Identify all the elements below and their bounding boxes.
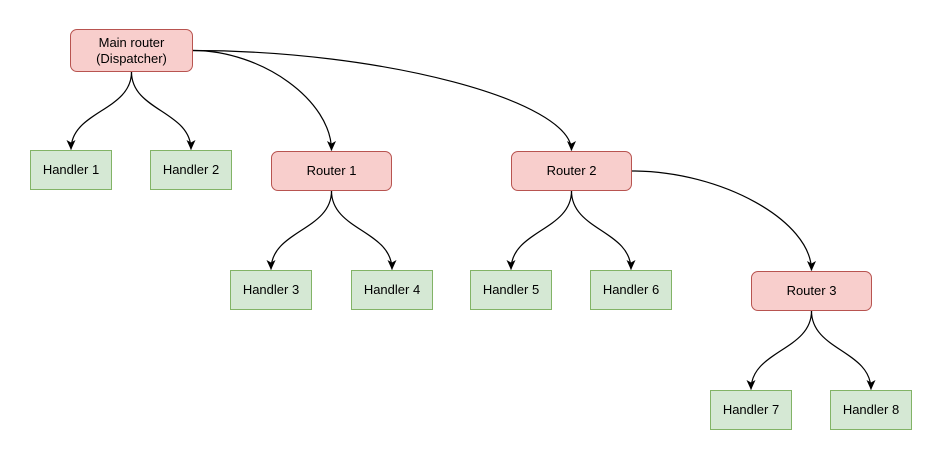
edge-router-3-to-handler-8 (810, 310, 876, 390)
edge-router-2-to-handler-6 (570, 190, 636, 270)
node-handler-6: Handler 6 (590, 270, 672, 310)
node-handler-2: Handler 2 (150, 150, 232, 190)
node-label-handler-6: Handler 6 (602, 282, 660, 297)
node-handler-8: Handler 8 (830, 390, 912, 430)
edge-router-1-to-handler-4 (330, 190, 397, 270)
node-label-main-router: Main router (Dispatcher) (96, 34, 167, 66)
node-router-1: Router 1 (271, 151, 392, 191)
edge-main-router-to-router-1 (192, 49, 336, 151)
node-label-router-1: Router 1 (306, 163, 357, 178)
node-router-3: Router 3 (751, 271, 872, 311)
edge-router-3-to-handler-7 (746, 310, 813, 390)
node-label-handler-2: Handler 2 (162, 162, 220, 177)
node-label-handler-5: Handler 5 (482, 282, 540, 297)
node-label-handler-1: Handler 1 (42, 162, 100, 177)
edge-router-2-to-router-3 (631, 170, 816, 271)
node-handler-4: Handler 4 (351, 270, 433, 310)
edge-main-router-to-router-2 (192, 49, 576, 151)
node-handler-3: Handler 3 (230, 270, 312, 310)
node-label-handler-7: Handler 7 (722, 402, 780, 417)
node-label-router-2: Router 2 (546, 163, 597, 178)
edge-router-1-to-handler-3 (266, 190, 333, 270)
node-main-router: Main router (Dispatcher) (70, 29, 193, 72)
node-router-2: Router 2 (511, 151, 632, 191)
node-handler-7: Handler 7 (710, 390, 792, 430)
edge-main-router-to-handler-2 (130, 71, 196, 150)
node-handler-5: Handler 5 (470, 270, 552, 310)
edge-main-router-to-handler-1 (66, 71, 133, 150)
edge-router-2-to-handler-5 (506, 190, 573, 270)
node-label-handler-3: Handler 3 (242, 282, 300, 297)
node-label-handler-8: Handler 8 (842, 402, 900, 417)
node-handler-1: Handler 1 (30, 150, 112, 190)
node-label-router-3: Router 3 (786, 283, 837, 298)
node-label-handler-4: Handler 4 (363, 282, 421, 297)
